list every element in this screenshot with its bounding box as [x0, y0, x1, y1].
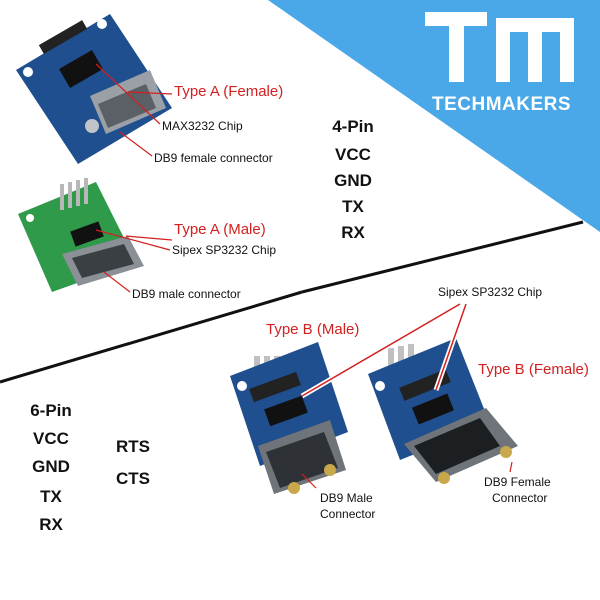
divider-line-left — [0, 290, 303, 384]
divider-line-right — [301, 220, 584, 294]
label-db9-male-line2: Connector — [320, 507, 376, 521]
chip-arrows — [300, 301, 469, 399]
module-type-a-female — [16, 14, 172, 164]
label-db9-female-line2: Connector — [492, 491, 548, 505]
label-db9-male: DB9 male connector — [132, 287, 241, 301]
techmakers-logo-icon — [425, 12, 574, 82]
pin-count-4: 4-Pin — [332, 117, 374, 136]
pin-count-6: 6-Pin — [30, 401, 72, 420]
module-type-b-male — [230, 342, 348, 494]
label-db9-female-line1: DB9 Female — [484, 475, 551, 489]
brand-triangle — [268, 0, 600, 232]
pin-vcc-b: VCC — [33, 429, 69, 448]
pin-rx-b: RX — [39, 515, 63, 534]
module-type-a-male — [18, 178, 144, 292]
label-type-b-female: Type B (Female) — [478, 361, 589, 378]
label-sipex-chip-b: Sipex SP3232 Chip — [438, 285, 543, 299]
label-sipex-chip-a: Sipex SP3232 Chip — [172, 243, 277, 257]
label-db9-male-line1: DB9 Male — [320, 491, 373, 505]
label-type-b-male: Type B (Male) — [266, 321, 360, 338]
brand-name: TECHMAKERS — [432, 94, 572, 115]
pin-gnd: GND — [334, 171, 372, 190]
pin-cts: CTS — [116, 469, 150, 488]
pin-tx-b: TX — [40, 487, 62, 506]
pin-vcc: VCC — [335, 145, 371, 164]
pointer-lines — [95, 63, 513, 489]
pin-rts: RTS — [116, 437, 150, 456]
label-type-a-female: Type A (Female) — [174, 83, 284, 100]
pin-gnd-b: GND — [32, 457, 70, 476]
label-max-chip: MAX3232 Chip — [162, 119, 243, 133]
pin-rx: RX — [341, 223, 365, 242]
label-db9-female: DB9 female connector — [154, 151, 273, 165]
module-type-b-female — [368, 338, 518, 484]
label-type-a-male: Type A (Male) — [174, 221, 266, 238]
pin-tx: TX — [342, 197, 364, 216]
